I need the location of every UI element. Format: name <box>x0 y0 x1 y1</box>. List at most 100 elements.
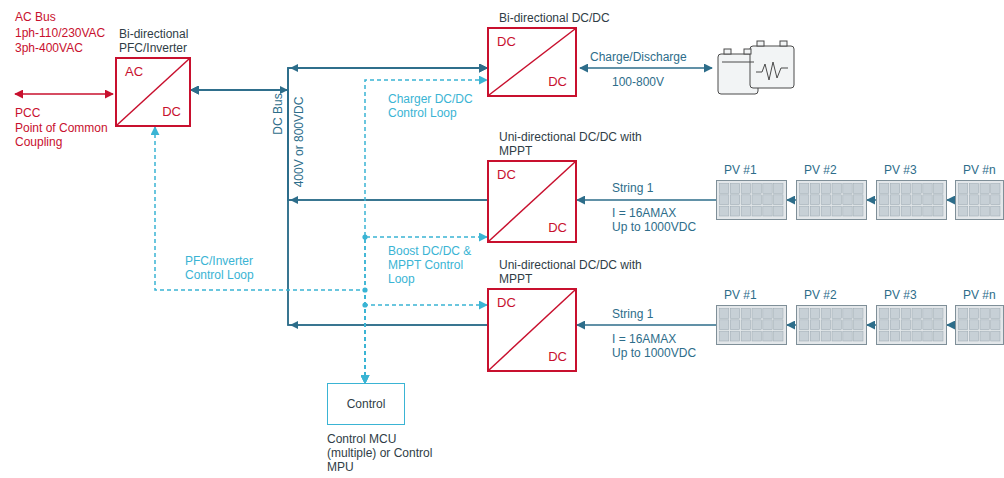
power-connector <box>947 324 955 326</box>
panel-label: PV #1 <box>724 163 757 177</box>
panel-cell <box>959 309 968 319</box>
port-label: DC <box>497 35 516 49</box>
panel-cell <box>969 320 978 330</box>
panel-label: PV #n <box>963 163 996 177</box>
panel-label: PV #n <box>963 288 996 302</box>
panel-cell <box>800 184 809 194</box>
pv-panel: PV #1 <box>716 305 787 345</box>
box-heading: Uni-directional DC/DC with MPPT <box>499 130 649 158</box>
panel-cell <box>810 184 819 194</box>
panel-cell <box>991 206 1000 216</box>
pv-panel-illustration <box>955 180 1004 220</box>
panel-cell <box>880 331 889 341</box>
panel-cell <box>880 320 889 330</box>
panel-cell <box>980 195 989 205</box>
control-loop-connector <box>365 305 487 383</box>
panel-cell <box>720 320 729 330</box>
panel-cell <box>843 195 852 205</box>
control-loop-connector <box>155 127 365 383</box>
control-loop-connector <box>365 80 487 383</box>
panel-cell <box>800 331 809 341</box>
power-connector <box>577 199 716 201</box>
panel-cell <box>923 320 932 330</box>
panel-cell <box>821 309 830 319</box>
panel-cell <box>763 206 772 216</box>
panel-cell <box>821 331 830 341</box>
pv-panel-illustration <box>876 180 947 220</box>
panel-cell <box>923 206 932 216</box>
annotation-label: Up to 1000VDC <box>612 220 696 234</box>
power-connector <box>867 324 876 326</box>
box-heading: Uni-directional DC/DC with MPPT <box>499 258 649 286</box>
diagonal-line <box>489 290 575 370</box>
panel-cell <box>774 195 783 205</box>
panel-cell <box>890 195 899 205</box>
panel-cell <box>730 320 739 330</box>
panel-frame <box>717 306 787 345</box>
annotation-label: PFC/Inverter Control Loop <box>185 254 275 282</box>
panel-cell <box>774 320 783 330</box>
panel-cell <box>763 184 772 194</box>
panel-cell <box>730 195 739 205</box>
panel-cell <box>774 206 783 216</box>
panel-cell <box>934 206 943 216</box>
panel-cell <box>843 320 852 330</box>
port-label: DC <box>162 105 181 119</box>
panel-frame <box>797 181 867 220</box>
annotation-label: Charge/Discharge <box>590 50 687 64</box>
panel-cell <box>854 320 863 330</box>
panel-cell <box>810 206 819 216</box>
panel-cell <box>720 309 729 319</box>
pv-panel: PV #2 <box>796 180 867 220</box>
panel-cell <box>890 320 899 330</box>
power-connector <box>867 199 876 201</box>
panel-label: PV #3 <box>884 163 917 177</box>
panel-cell <box>763 195 772 205</box>
panel-cell <box>832 309 841 319</box>
panel-cell <box>730 331 739 341</box>
panel-cell <box>843 331 852 341</box>
annotation-label: Boost DC/DC & MPPT Control Loop <box>388 244 484 286</box>
panel-cell <box>832 184 841 194</box>
panel-cell <box>923 184 932 194</box>
charge-arrow <box>580 67 712 69</box>
power-connector <box>947 199 955 201</box>
annotation-label: Point of Common Coupling <box>15 121 111 149</box>
panel-cell <box>969 309 978 319</box>
panel-cell <box>923 309 932 319</box>
diagonal-line <box>117 59 189 125</box>
box-heading: Bi-directional DC/DC <box>499 11 649 25</box>
panel-cell <box>832 320 841 330</box>
panel-cell <box>752 320 761 330</box>
panel-cell <box>720 331 729 341</box>
panel-cell <box>741 195 750 205</box>
converter-box: Bi-directional PFC/InverterACDC <box>115 57 191 127</box>
panel-cell <box>832 206 841 216</box>
panel-cell <box>880 309 889 319</box>
panel-cell <box>843 206 852 216</box>
converter-box: Bi-directional DC/DCDCDC <box>487 27 577 97</box>
panel-cell <box>741 320 750 330</box>
panel-cell <box>901 320 910 330</box>
panel-cell <box>821 195 830 205</box>
panel-cell <box>730 206 739 216</box>
panel-cell <box>800 320 809 330</box>
panel-cell <box>880 184 889 194</box>
pv-panel-illustration <box>716 305 787 345</box>
panel-cell <box>969 184 978 194</box>
annotation-label: Up to 1000VDC <box>612 346 696 360</box>
connector-label: String 1 <box>612 307 653 321</box>
port-label: DC <box>548 75 567 89</box>
panel-cell <box>980 331 989 341</box>
panel-cell <box>752 309 761 319</box>
panel-cell <box>901 195 910 205</box>
power-connector <box>577 324 716 326</box>
port-label: AC <box>125 65 143 79</box>
panel-cell <box>800 309 809 319</box>
panel-cell <box>959 320 968 330</box>
power-connector <box>787 324 796 326</box>
panel-cell <box>912 184 921 194</box>
panel-label: PV #1 <box>724 288 757 302</box>
